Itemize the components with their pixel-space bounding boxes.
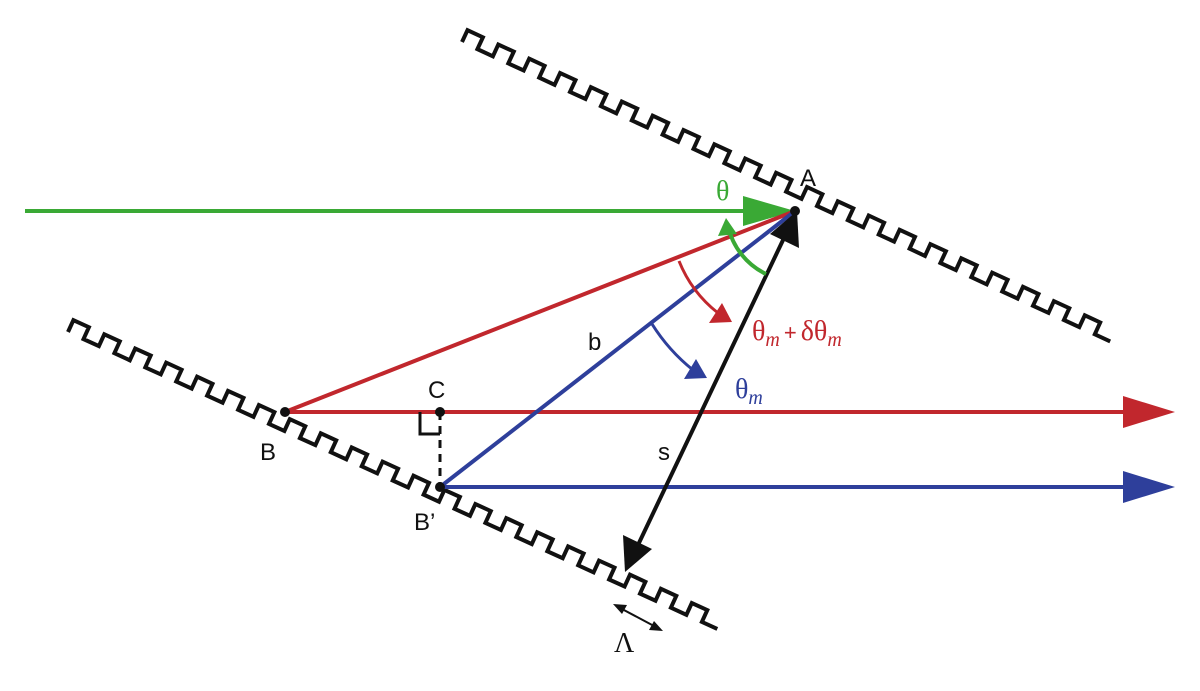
right-angle-marker: [418, 412, 440, 436]
label-theta-m-plus-delta: θm+δθm: [752, 316, 842, 351]
s-spacing-line: [636, 237, 786, 546]
label-theta-m: θm: [735, 374, 763, 409]
incident-beam-arrowhead: [743, 196, 795, 226]
point-A: [790, 206, 800, 216]
point-B-prime: [435, 482, 445, 492]
red-ray-A-to-B: [284, 209, 796, 414]
lower-grating: [66, 317, 719, 631]
label-theta: θ: [716, 176, 729, 207]
label-Lambda: Λ: [614, 628, 635, 659]
lambda-arrowhead-right: [649, 621, 663, 631]
theta-m-symbol: θ: [735, 374, 748, 405]
label-b: b: [588, 329, 601, 356]
label-C: C: [428, 377, 445, 404]
s-arrowhead-top: [770, 211, 799, 248]
theta-angle-arrowhead: [718, 218, 737, 236]
lambda-period-line: [621, 608, 655, 627]
theta-m-angle-arc: [650, 323, 694, 372]
s-arrowhead-bottom: [623, 535, 652, 572]
upper-grating: [460, 27, 1112, 344]
label-B: B: [260, 439, 276, 466]
theta-m-subscript: m: [748, 387, 762, 409]
point-C: [435, 407, 445, 417]
blue-output-arrowhead: [1123, 471, 1175, 503]
delta-label-sub2: m: [827, 329, 841, 351]
delta-label-sub1: m: [765, 329, 779, 351]
lambda-arrowhead-left: [613, 604, 627, 614]
label-s: s: [658, 439, 670, 466]
delta-label-deltatheta: δθ: [801, 316, 828, 347]
label-B-prime: B’: [414, 509, 435, 536]
label-A: A: [800, 165, 816, 192]
point-B: [280, 407, 290, 417]
blue-ray-A-to-Bprime: [438, 209, 797, 489]
delta-label-plus: +: [784, 320, 797, 345]
delta-label-theta: θ: [752, 316, 765, 347]
delta-theta-angle-arrowhead: [709, 303, 732, 323]
red-output-arrowhead: [1123, 396, 1175, 428]
theta-m-angle-arrowhead: [684, 359, 707, 379]
delta-theta-angle-arc: [677, 260, 719, 315]
